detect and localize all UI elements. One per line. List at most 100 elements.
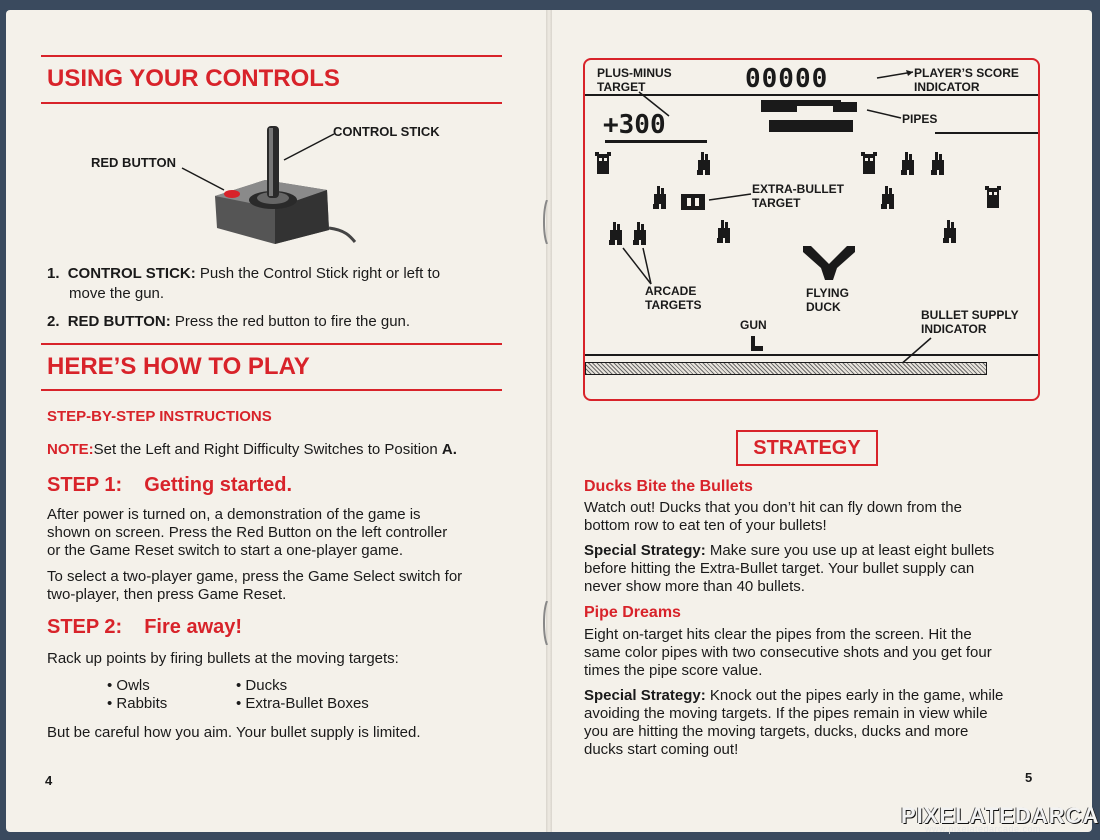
pipes-pointer-icon — [866, 109, 902, 119]
label-line: PLUS-MINUS — [597, 66, 672, 80]
rabbit-icon — [653, 186, 666, 209]
label-line: ARCADE — [645, 284, 697, 298]
label-extra-bullet-target: EXTRA-BULLET TARGET — [752, 182, 844, 210]
text-line: shown on screen. Press the Red Button on… — [47, 524, 448, 541]
item-text: Press the red button to fire the gun. — [174, 313, 411, 330]
rabbit-icon — [633, 222, 646, 245]
text-line: you are hitting the moving targets, duck… — [584, 723, 969, 740]
strategy-heading: STRATEGY — [753, 437, 861, 459]
step-label: STEP 1: — [47, 474, 123, 496]
screen-bottom-line — [585, 354, 1038, 356]
pipes-icon — [761, 100, 857, 132]
step-title: Fire away! — [144, 616, 243, 638]
text-line: Watch out! Ducks that you don’t hit can … — [584, 499, 962, 516]
owl-icon — [985, 186, 1001, 208]
text-line: before hitting the Extra-Bullet target. … — [584, 560, 975, 577]
special-label: Special Strategy: — [584, 687, 706, 704]
text-line: two-player, then press Game Reset. — [47, 586, 287, 603]
text-line: avoiding the moving targets. If the pipe… — [584, 705, 988, 722]
label-pipes: PIPES — [902, 112, 938, 126]
strategy-1-paragraph: Watch out! Ducks that you don’t hit can … — [584, 499, 962, 535]
red-button-pointer-icon — [181, 167, 225, 191]
item-term: CONTROL STICK: — [67, 265, 196, 282]
text-line: To select a two-player game, press the G… — [47, 568, 463, 585]
heading-rule-bottom — [41, 102, 502, 104]
label-line: EXTRA-BULLET — [752, 182, 844, 196]
screen-mid-line — [935, 132, 1038, 134]
note-label: NOTE: — [47, 441, 94, 458]
step-2-outro: But be careful how you aim. Your bullet … — [47, 724, 421, 741]
label-line: TARGETS — [645, 298, 702, 312]
special-label: Special Strategy: — [584, 542, 706, 559]
strategy-1-special: Special Strategy: Make sure you use up a… — [584, 542, 994, 596]
targets-list-col-2: • Ducks • Extra-Bullet Boxes — [236, 677, 369, 713]
score-pointer-icon — [876, 70, 914, 79]
plus-minus-value: +300 — [603, 110, 666, 140]
step-2-heading: STEP 2: Fire away! — [47, 616, 242, 639]
label-line: INDICATOR — [914, 80, 980, 94]
watermark-brand: PIXELATEDARCADE — [901, 803, 1100, 828]
rabbit-icon — [943, 220, 956, 243]
text-line: same color pipes with two consecutive sh… — [584, 644, 992, 661]
extra-bullet-pointer-icon — [708, 193, 752, 201]
label-gun: GUN — [740, 318, 767, 332]
note: NOTE:Set the Left and Right Difficulty S… — [47, 441, 517, 459]
strategy-box: STRATEGY — [736, 430, 878, 466]
step-by-step-heading: STEP-BY-STEP INSTRUCTIONS — [47, 408, 272, 425]
rabbit-icon — [697, 152, 710, 175]
plus-minus-pointer-icon — [638, 91, 670, 117]
heading-rule-top — [41, 55, 502, 57]
strategy-2-paragraph: Eight on-target hits clear the pipes fro… — [584, 626, 992, 680]
rabbit-icon — [609, 222, 622, 245]
joystick-icon — [215, 126, 357, 244]
staple-icon — [543, 200, 548, 244]
strategy-2-title: Pipe Dreams — [584, 604, 681, 621]
text-line: Knock out the pipes early in the game, w… — [709, 687, 1004, 704]
item-text: Push the Control Stick right or left to — [199, 265, 441, 282]
gun-icon — [751, 336, 763, 351]
step-1-heading: STEP 1: Getting started. — [47, 474, 292, 497]
controls-item-2: 2. RED BUTTON: Press the red button to f… — [47, 313, 507, 331]
rabbit-icon — [901, 152, 914, 175]
step-label: STEP 2: — [47, 616, 123, 638]
watermark-url: www.pixelatedarcade.com — [925, 824, 1042, 834]
howto-heading: HERE’S HOW TO PLAY — [47, 353, 310, 380]
controls-item-1: 1. CONTROL STICK: Push the Control Stick… — [47, 265, 507, 283]
text-line: bottom row to eat ten of your bullets! — [584, 517, 827, 534]
label-line: PLAYER’S SCORE — [914, 66, 1019, 80]
controls-heading: USING YOUR CONTROLS — [47, 65, 340, 92]
label-flying-duck: FLYING DUCK — [806, 286, 849, 314]
item-text-cont: move the gun. — [69, 285, 165, 302]
label-red-button: RED BUTTON — [91, 155, 176, 170]
label-line: FLYING — [806, 286, 849, 300]
text-line: ducks start coming out! — [584, 741, 739, 758]
owl-icon — [595, 152, 611, 174]
label-line: BULLET SUPPLY — [921, 308, 1019, 322]
text-line: or the Game Reset switch to start a one-… — [47, 542, 403, 559]
list-item: • Ducks — [236, 677, 288, 694]
owl-icon — [861, 152, 877, 174]
score-display: 00000 — [745, 64, 829, 94]
text-line: never show more than 40 bullets. — [584, 578, 805, 595]
label-score-indicator: PLAYER’S SCORE INDICATOR — [914, 66, 1019, 94]
strategy-1-title: Ducks Bite the Bullets — [584, 478, 753, 495]
label-arcade-targets: ARCADE TARGETS — [645, 284, 701, 312]
heading-rule-top — [41, 343, 502, 345]
label-control-stick: CONTROL STICK — [333, 124, 440, 139]
bullet-supply-bar — [585, 362, 987, 375]
rabbit-icon — [931, 152, 944, 175]
step-2-intro: Rack up points by firing bullets at the … — [47, 650, 399, 667]
list-item: • Owls — [107, 677, 150, 694]
targets-list-col-1: • Owls • Rabbits — [107, 677, 167, 713]
screen-top-line — [585, 94, 1038, 96]
page-number-right: 5 — [1025, 770, 1033, 785]
text-line: Make sure you use up at least eight bull… — [709, 542, 995, 559]
flying-duck-icon — [803, 246, 855, 280]
label-bullet-supply-indicator: BULLET SUPPLY INDICATOR — [921, 308, 1019, 336]
step-title: Getting started. — [144, 474, 293, 496]
label-line: TARGET — [752, 196, 801, 210]
rabbit-icon — [881, 186, 894, 209]
label-line: INDICATOR — [921, 322, 987, 336]
booklet-spine — [546, 10, 552, 832]
label-line: DUCK — [806, 300, 841, 314]
